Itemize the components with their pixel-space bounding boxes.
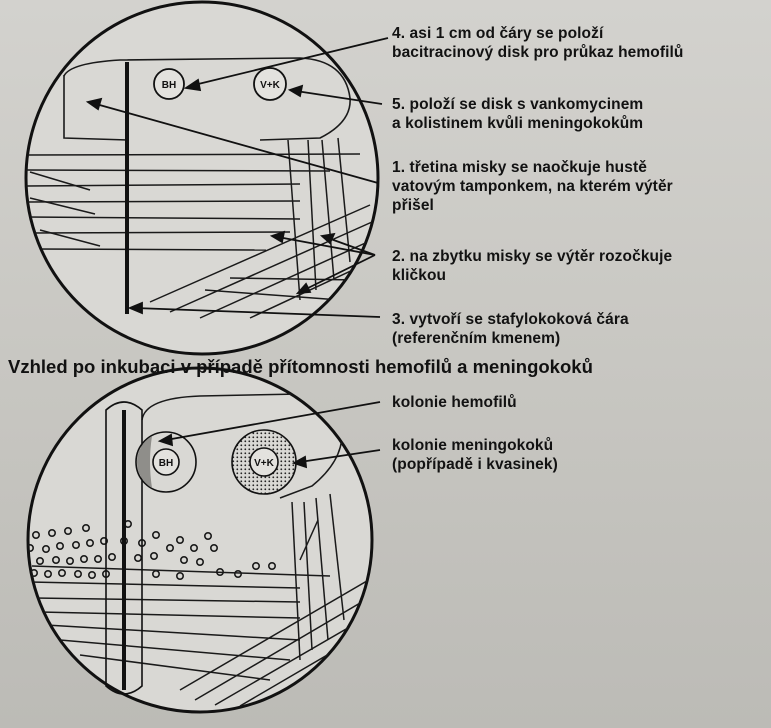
step3-line-2: (referenčním kmenem) — [392, 329, 629, 348]
step3-label: 3. vytvoří se stafylokoková čára (refere… — [392, 310, 629, 348]
step5-line-1: 5. položí se disk s vankomycinem — [392, 95, 643, 114]
top-petri-dish: BH V+K — [25, 2, 378, 354]
step1-line-2: vatovým tamponkem, na kterém výtěr — [392, 177, 673, 196]
step1-line-3: přišel — [392, 196, 673, 215]
dish-rim-bottom — [28, 368, 372, 712]
meningococcus-colonies-label: kolonie meningokoků (popřípadě i kvasine… — [392, 436, 558, 474]
step1-line-1: 1. třetina misky se naočkuje hustě — [392, 158, 673, 177]
step2-label: 2. na zbytku misky se výtěr rozočkuje kl… — [392, 247, 672, 285]
vancomycin-colistin-disk: V+K — [254, 68, 286, 100]
step4-label: 4. asi 1 cm od čáry se položí bacitracin… — [392, 24, 683, 62]
bottom-petri-dish: BH V+K — [27, 368, 372, 712]
haemophilus-colonies-label: kolonie hemofilů — [392, 393, 517, 412]
step2-line-1: 2. na zbytku misky se výtěr rozočkuje — [392, 247, 672, 266]
step4-line-2: bacitracinový disk pro průkaz hemofilů — [392, 43, 683, 62]
section-title: Vzhled po inkubaci v případě přítomnosti… — [8, 356, 593, 378]
meningococcus-line-1: kolonie meningokoků — [392, 436, 558, 455]
step4-line-1: 4. asi 1 cm od čáry se položí — [392, 24, 683, 43]
bacitracin-disk-bottom-label: BH — [159, 458, 173, 469]
bacitracin-disk: BH — [154, 69, 184, 99]
vancomycin-colistin-disk-bottom: V+K — [232, 430, 296, 494]
step5-line-2: a kolistinem kvůli meningokokům — [392, 114, 643, 133]
step5-label: 5. položí se disk s vankomycinem a kolis… — [392, 95, 643, 133]
step2-line-2: kličkou — [392, 266, 672, 285]
step3-line-1: 3. vytvoří se stafylokoková čára — [392, 310, 629, 329]
vancomycin-colistin-disk-bottom-label: V+K — [254, 458, 275, 469]
haemophilus-colonies-text: kolonie hemofilů — [392, 393, 517, 412]
meningococcus-line-2: (popřípadě i kvasinek) — [392, 455, 558, 474]
step1-label: 1. třetina misky se naočkuje hustě vatov… — [392, 158, 673, 215]
bacitracin-disk-label: BH — [162, 80, 176, 91]
vancomycin-colistin-disk-label: V+K — [260, 80, 281, 91]
